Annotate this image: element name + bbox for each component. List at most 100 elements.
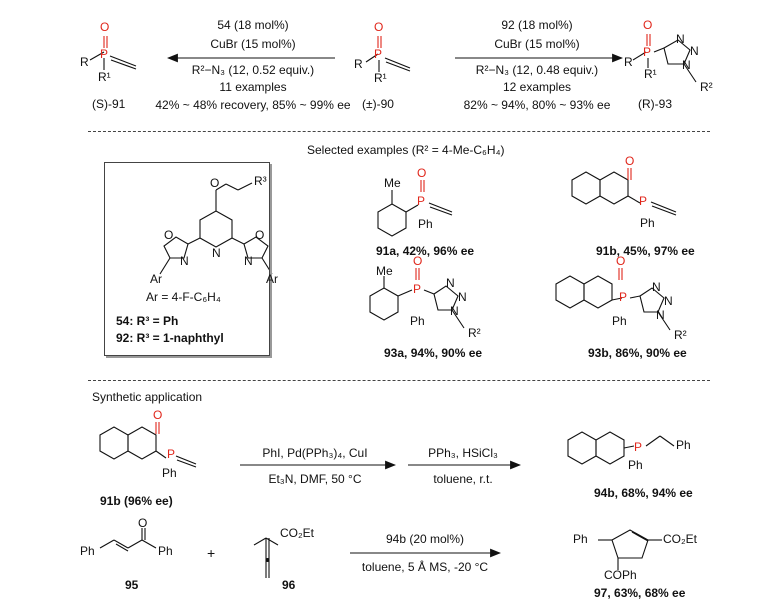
arrow1-top: PhI, Pd(PPh₃)₄, CuI <box>262 446 368 460</box>
compound-95: 95 <box>125 578 139 592</box>
atom-R2: R² <box>674 328 687 342</box>
atom-N: N <box>180 254 189 268</box>
atom-P: P <box>634 440 643 454</box>
atom-O: O <box>138 516 148 530</box>
atom-N: N <box>458 290 467 304</box>
arrow2-top: PPh₃, HSiCl₃ <box>428 446 498 460</box>
atom-Ph: Ph <box>628 458 643 472</box>
atom-Ar: Ar <box>150 272 162 286</box>
atom-Ph: Ph <box>162 466 177 480</box>
atom-N: N <box>652 280 661 294</box>
atom-N: N <box>450 304 459 318</box>
atom-R1: R¹ <box>644 67 657 81</box>
atom-Ph: Ph <box>80 544 95 558</box>
structure-91b-start <box>99 422 197 468</box>
atom-O: O <box>374 20 384 34</box>
atom-R1: R¹ <box>98 70 111 84</box>
atom-P: P <box>639 194 648 208</box>
atom-Ar: Ar <box>266 272 278 286</box>
atom-Me: Me <box>384 176 401 190</box>
structure-96 <box>253 537 279 578</box>
structure-95 <box>99 528 157 552</box>
start-label-91b: 91b (96% ee) <box>100 494 173 508</box>
atom-R: R <box>80 55 89 69</box>
selected-header: Selected examples (R² = 4-Me-C₆H₄) <box>307 143 505 157</box>
right-cond-3: R²−N₃ (12, 0.48 equiv.) <box>475 63 599 77</box>
label-R93: (R)-93 <box>638 97 673 111</box>
label-S91: (S)-91 <box>92 97 126 111</box>
ligand-54: 54: R³ = Ph <box>116 314 179 328</box>
atom-CO2Et: CO₂Et <box>663 532 697 546</box>
structure-S91 <box>89 36 137 70</box>
example-93a: 93a, 94%, 90% ee <box>384 346 483 360</box>
atom-P: P <box>619 290 628 304</box>
atom-R2: R² <box>468 326 481 340</box>
right-cond-4: 12 examples <box>502 80 572 94</box>
atom-COPh: COPh <box>604 568 637 582</box>
atom-N: N <box>446 276 455 290</box>
compound-96: 96 <box>282 578 296 592</box>
structure-91a <box>377 180 453 237</box>
atom-CO2Et: CO₂Et <box>280 526 314 540</box>
structure-91b <box>571 168 677 216</box>
separator-bottom <box>88 380 710 381</box>
atom-P: P <box>167 447 176 461</box>
atom-Me: Me <box>376 264 393 278</box>
atom-Ph: Ph <box>158 544 173 558</box>
left-cond-3: R²−N₃ (12, 0.52 equiv.) <box>191 63 315 77</box>
structure-97 <box>598 529 662 570</box>
synthetic-header: Synthetic application <box>92 390 203 404</box>
atom-P: P <box>643 45 652 59</box>
atom-Ph: Ph <box>573 532 588 546</box>
structure-R93 <box>632 34 697 83</box>
structure-94b <box>567 431 675 465</box>
atom-N: N <box>682 58 691 72</box>
left-cond-1: 54 (18 mol%) <box>217 18 289 32</box>
atom-Ph: Ph <box>410 314 425 328</box>
label-rac90: (±)-90 <box>362 97 394 111</box>
atom-N: N <box>676 32 685 46</box>
atom-Ph: Ph <box>612 314 627 328</box>
atom-P: P <box>100 47 109 61</box>
example-93b: 93b, 86%, 90% ee <box>588 346 687 360</box>
arrow1-bottom: Et₃N, DMF, 50 °C <box>268 472 362 486</box>
atom-O: O <box>153 408 163 422</box>
ligand-ar-def: Ar = 4-F-C₆H₄ <box>146 290 221 304</box>
atom-O: O <box>643 18 653 32</box>
atom-N: N <box>664 294 673 308</box>
atom-N: N <box>690 44 699 58</box>
atom-P: P <box>413 282 422 296</box>
atom-Ph: Ph <box>418 217 433 231</box>
structure-93b <box>555 268 671 331</box>
example-91a: 91a, 42%, 96% ee <box>376 244 475 258</box>
atom-O: O <box>164 228 174 242</box>
product-94b: 94b, 68%, 94% ee <box>594 486 693 500</box>
atom-R: R <box>354 57 363 71</box>
atom-R3: R³ <box>254 174 267 188</box>
atom-O: O <box>625 154 635 168</box>
separator-top <box>88 131 710 132</box>
right-cond-2: CuBr (15 mol%) <box>494 37 580 51</box>
example-91b: 91b, 45%, 97% ee <box>596 244 695 258</box>
left-cond-4: 11 examples <box>219 80 287 94</box>
atom-O: O <box>210 176 220 190</box>
atom-O: O <box>255 228 265 242</box>
left-cond-5: 42% ~ 48% recovery, 85% ~ 99% ee <box>155 98 351 112</box>
ligand-box <box>104 162 270 356</box>
structure-ligand <box>159 182 273 275</box>
atom-N: N <box>244 254 253 268</box>
atom-N: N <box>212 246 221 260</box>
allene-central-dot <box>265 558 270 562</box>
atom-R2: R² <box>700 80 713 94</box>
ligand-92: 92: R³ = 1-naphthyl <box>116 331 224 345</box>
plus-sign: + <box>207 545 216 561</box>
right-cond-1: 92 (18 mol%) <box>501 18 573 32</box>
atom-O: O <box>413 254 423 268</box>
atom-Ph: Ph <box>640 216 655 230</box>
left-cond-2: CuBr (15 mol%) <box>210 37 296 51</box>
atom-Ph: Ph <box>676 438 691 452</box>
atom-O: O <box>417 166 427 180</box>
right-cond-5: 82% ~ 94%, 80% ~ 93% ee <box>463 98 611 112</box>
structure-93a <box>369 268 465 329</box>
